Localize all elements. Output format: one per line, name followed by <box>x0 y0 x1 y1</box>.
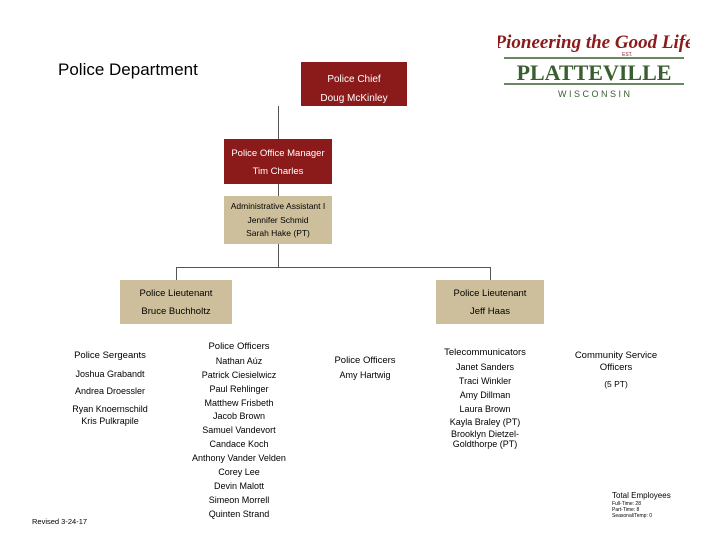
page-title: Police Department <box>58 60 198 79</box>
community-service-column: Community Service Officers (5 PT) <box>570 350 662 390</box>
list-item: Corey Lee <box>218 467 260 478</box>
list-item: Simeon Morrell <box>208 495 270 506</box>
cso-header: Community Service <box>574 350 658 361</box>
list-item: Candace Koch <box>209 439 269 450</box>
list-item: Kris Pulkrapile <box>81 416 139 427</box>
connector-to-lt-left <box>176 267 177 280</box>
logo-est: EST. <box>622 52 633 58</box>
list-item: Ryan Knoernschild <box>72 403 148 414</box>
officers-left-header: Police Officers <box>208 341 270 352</box>
logo-city: PLATTEVILLE <box>517 60 672 85</box>
list-item: Nathan Aúz <box>215 355 263 366</box>
list-item: Amy Dillman <box>459 389 511 400</box>
list-item: Goldthorpe (PT) <box>452 439 518 450</box>
list-item: Brooklyn Dietzel- <box>450 429 520 440</box>
admin-name: Sarah Hake (PT) <box>246 228 310 239</box>
connector-manager-to-admin <box>278 184 279 196</box>
lieutenant-left-title: Police Lieutenant <box>139 288 213 299</box>
chief-name: Doug McKinley <box>320 93 388 104</box>
list-item: Matthew Frisbeth <box>204 397 274 408</box>
office-manager-name: Tim Charles <box>252 166 304 178</box>
list-item: Samuel Vandevort <box>202 425 276 436</box>
list-item: Quinten Strand <box>208 509 270 520</box>
connector-lieutenants-horizontal <box>176 267 490 268</box>
telecommunicators-column: Telecommunicators Janet Sanders Traci Wi… <box>426 346 544 450</box>
list-item: Joshua Grabandt <box>75 368 145 379</box>
revised-date: Revised 3-24-17 <box>32 517 88 526</box>
cso-header: Officers <box>599 362 633 374</box>
office-manager-box: Police Office Manager Tim Charles <box>224 139 332 184</box>
list-item: Devin Malott <box>213 481 265 492</box>
lieutenant-right-box: Police Lieutenant Jeff Haas <box>436 280 544 324</box>
sergeants-header: Police Sergeants <box>74 350 146 361</box>
platteville-logo: Pioneering the Good Life EST. PLATTEVILL… <box>494 18 695 104</box>
list-item: Janet Sanders <box>455 361 515 372</box>
list-item: Laura Brown <box>459 403 511 414</box>
lieutenant-left-name: Bruce Buchholtz <box>141 306 211 318</box>
totals-line: Part-Time: 8 <box>612 506 640 513</box>
logo-state: W I S C O N S I N <box>558 89 630 99</box>
list-item: Anthony Vander Velden <box>192 453 286 464</box>
admin-title: Administrative Assistant I <box>230 201 326 211</box>
list-item: Amy Hartwig <box>339 369 391 380</box>
totals-line: Full-Time: 28 <box>612 500 641 507</box>
chief-title: Police Chief <box>327 74 381 85</box>
officers-left-column: Police Officers Nathan Aúz Patrick Ciesi… <box>178 340 300 522</box>
totals-line: Seasonal/Temp: 0 <box>612 512 653 519</box>
list-item: Andrea Droessler <box>74 386 146 397</box>
connector-chief-to-manager <box>278 106 279 139</box>
telecom-header: Telecommunicators <box>444 347 526 358</box>
police-chief-box: Police Chief Doug McKinley <box>301 62 407 106</box>
list-item: Kayla Braley (PT) <box>449 417 521 428</box>
officers-right-column: Police Officers Amy Hartwig <box>322 354 408 383</box>
totals-header: Total Employees <box>612 491 671 500</box>
officers-right-header: Police Officers <box>334 355 396 366</box>
lieutenant-left-box: Police Lieutenant Bruce Buchholtz <box>120 280 232 324</box>
connector-admin-down <box>278 244 279 267</box>
sergeants-column: Police Sergeants Joshua Grabandt Andrea … <box>60 347 160 431</box>
list-item: (5 PT) <box>604 378 628 389</box>
admin-assistant-box: Administrative Assistant I Jennifer Schm… <box>224 196 332 244</box>
connector-to-lt-right <box>490 267 491 280</box>
list-item: Patrick Ciesielwicz <box>201 369 277 380</box>
list-item: Jacob Brown <box>212 411 266 422</box>
office-manager-title: Police Office Manager <box>231 148 325 159</box>
admin-name: Jennifer Schmid <box>247 214 309 225</box>
logo-tagline: Pioneering the Good Life <box>498 32 690 53</box>
total-employees: Total Employees Full-Time: 28 Part-Time:… <box>612 491 671 519</box>
lieutenant-right-name: Jeff Haas <box>470 306 510 318</box>
list-item: Paul Rehlinger <box>209 383 269 394</box>
list-item: Traci Winkler <box>458 375 512 386</box>
lieutenant-right-title: Police Lieutenant <box>453 288 527 299</box>
